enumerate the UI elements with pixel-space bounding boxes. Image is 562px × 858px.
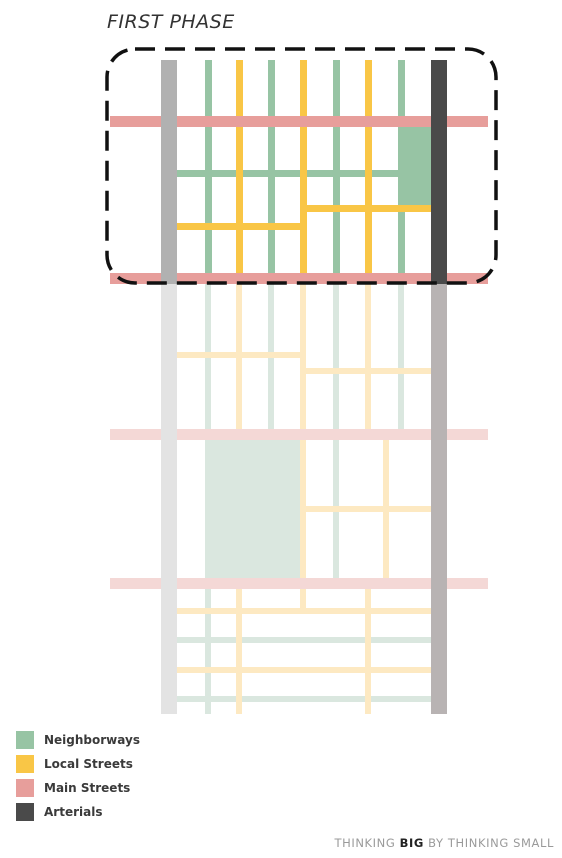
- future-local-street: [175, 667, 431, 673]
- legend-label: Neighborways: [44, 733, 140, 747]
- first-phase-grid: [110, 60, 488, 284]
- future-local-street: [303, 506, 431, 512]
- future-local-street: [236, 584, 242, 714]
- footer-tagline: THINKING BIG BY THINKING SMALL: [334, 836, 554, 850]
- main-street: [110, 116, 488, 127]
- first-phase-outline: [105, 47, 498, 285]
- legend: Neighborways Local Streets Main Streets …: [16, 728, 140, 824]
- legend-item-neighborways: Neighborways: [16, 728, 140, 752]
- legend-swatch: [16, 803, 34, 821]
- local-street: [300, 60, 307, 284]
- future-local-street: [303, 368, 431, 374]
- future-park-block: [205, 438, 303, 578]
- footer-prefix: THINKING: [334, 836, 400, 850]
- local-street: [236, 60, 243, 284]
- future-phase-grid: [110, 284, 488, 714]
- future-local-street: [236, 284, 242, 434]
- legend-swatch: [16, 779, 34, 797]
- future-main-street: [110, 578, 488, 589]
- main-street: [110, 273, 488, 284]
- future-neighborway: [175, 696, 431, 702]
- legend-label: Main Streets: [44, 781, 131, 795]
- local-street: [303, 205, 431, 212]
- diagram-title: FIRST PHASE: [107, 11, 235, 33]
- legend-item-main-streets: Main Streets: [16, 776, 140, 800]
- future-local-street: [365, 584, 371, 714]
- legend-swatch: [16, 755, 34, 773]
- footer-suffix: BY THINKING SMALL: [423, 836, 554, 850]
- future-neighborway: [268, 284, 274, 434]
- future-local-street: [175, 608, 431, 614]
- future-main-street: [110, 429, 488, 440]
- legend-item-arterials: Arterials: [16, 800, 140, 824]
- neighborway: [175, 170, 400, 177]
- legend-label: Local Streets: [44, 757, 133, 771]
- future-neighborway: [398, 284, 404, 429]
- footer-big: BIG: [399, 836, 424, 850]
- future-arterial-right: [431, 284, 447, 714]
- legend-item-local-streets: Local Streets: [16, 752, 140, 776]
- legend-swatch: [16, 731, 34, 749]
- local-street: [365, 60, 372, 284]
- neighborway: [398, 60, 405, 284]
- future-neighborway: [205, 284, 211, 714]
- future-neighborway: [175, 637, 431, 643]
- future-local-street: [365, 284, 371, 434]
- arterial-left: [161, 60, 177, 284]
- future-local-street: [175, 352, 303, 358]
- future-arterial-left: [161, 284, 177, 714]
- arterial-right: [431, 60, 447, 284]
- legend-label: Arterials: [44, 805, 103, 819]
- local-street: [175, 223, 304, 230]
- future-local-street: [300, 284, 306, 614]
